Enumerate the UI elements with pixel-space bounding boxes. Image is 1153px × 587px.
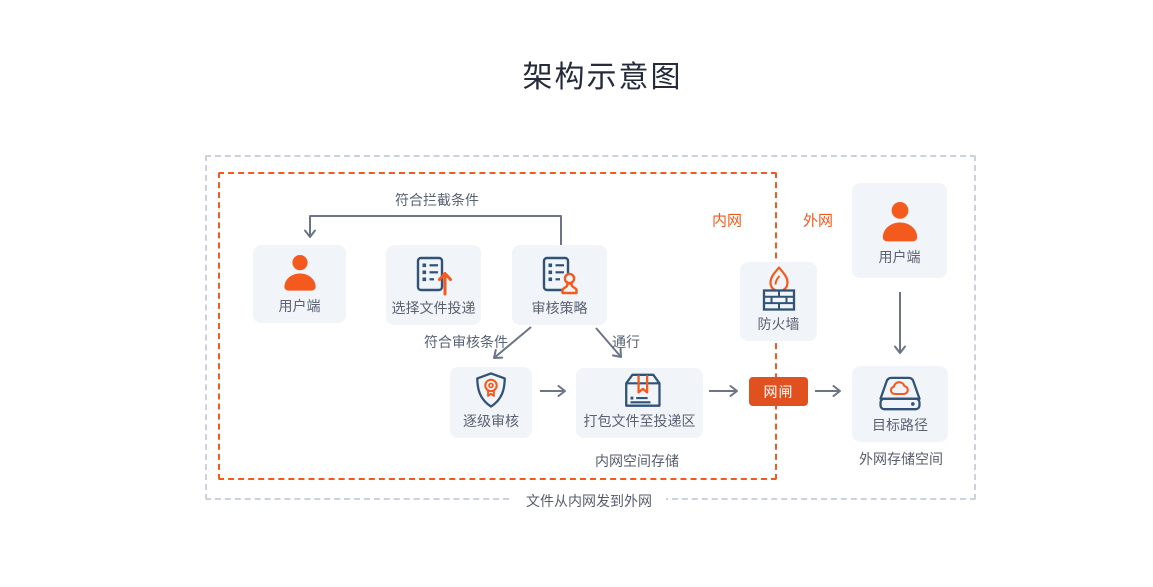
node-user-client-right: 用户端 xyxy=(852,183,947,278)
node-package-files: 打包文件至投递区 xyxy=(576,368,703,438)
node-select-file-delivery: 选择文件投递 xyxy=(386,245,481,325)
caption-extranet-storage: 外网存储空间 xyxy=(859,451,943,467)
edge-label-review-ok: 符合审核条件 xyxy=(424,334,508,350)
node-label: 网闸 xyxy=(763,383,794,400)
edge-label-intercept: 符合拦截条件 xyxy=(395,192,479,208)
edge-label-pass: 通行 xyxy=(612,334,640,350)
node-label: 打包文件至投递区 xyxy=(583,413,696,429)
caption-flow-direction: 文件从内网发到外网 xyxy=(512,489,666,513)
node-label: 用户端 xyxy=(278,298,321,314)
user-icon xyxy=(882,202,917,242)
caption-intranet-storage: 内网空间存储 xyxy=(595,453,679,469)
firewall-flame-icon xyxy=(762,266,795,311)
node-label: 逐级审核 xyxy=(463,413,519,429)
document-stamp-icon xyxy=(542,256,578,295)
node-step-review: 逐级审核 xyxy=(450,367,532,438)
user-icon xyxy=(283,255,316,291)
node-target-path: 目标路径 xyxy=(852,366,948,442)
zone-label-extranet: 外网 xyxy=(802,212,834,230)
package-box-icon xyxy=(624,373,661,407)
shield-medal-icon xyxy=(476,372,506,408)
node-network-gate: 网闸 xyxy=(749,377,808,406)
document-upload-icon xyxy=(416,256,452,296)
node-label: 用户端 xyxy=(878,249,921,265)
node-review-policy: 审核策略 xyxy=(512,245,607,325)
storage-drive-cloud-icon xyxy=(879,376,921,411)
node-label: 选择文件投递 xyxy=(391,300,476,316)
zone-label-intranet: 内网 xyxy=(711,212,743,230)
page-title: 架构示意图 xyxy=(522,61,683,94)
node-label: 审核策略 xyxy=(531,300,588,316)
node-user-client-left: 用户端 xyxy=(253,245,346,323)
node-firewall: 防火墙 xyxy=(740,262,817,341)
node-label: 防火墙 xyxy=(757,316,800,332)
node-label: 目标路径 xyxy=(872,417,928,433)
